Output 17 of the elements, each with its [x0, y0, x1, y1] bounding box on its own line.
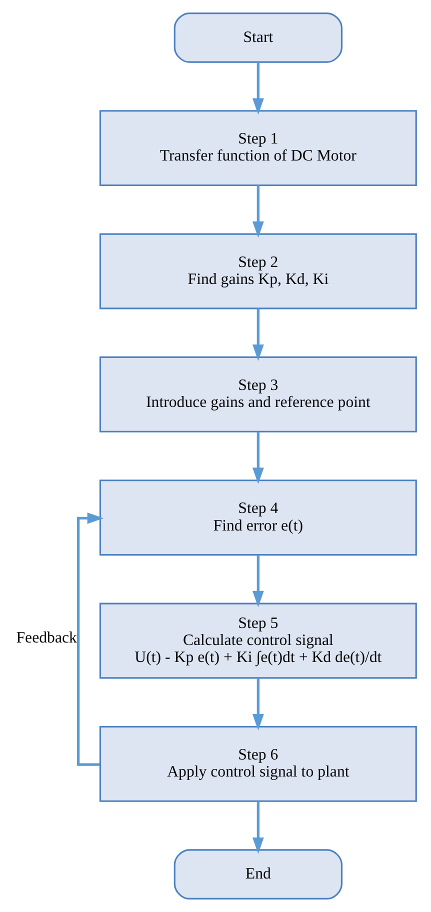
node-box: Start: [174, 12, 343, 63]
arrow: [252, 62, 264, 115]
arrow: [252, 308, 264, 361]
arrow: [252, 554, 264, 608]
node-box: Step 1 Transfer function of DC Motor: [99, 110, 417, 186]
arrow: [252, 678, 264, 730]
arrow: [76, 512, 104, 766]
node-box: Step 3 Introduce gains and reference point: [99, 356, 417, 432]
node-box: Step 6 Apply control signal to plant: [99, 726, 417, 802]
arrow: [252, 801, 264, 854]
node-box: Step 5 Calculate control signal U(t) - Kp e(t) + Ki ∫e(t)dt + Kd de(t)/dt: [99, 602, 417, 679]
arrow: [252, 185, 264, 238]
edge-label: Feedback: [16, 629, 77, 646]
node-box: End: [174, 849, 343, 900]
node-box: Step 2 Find gains Kp, Kd, Ki: [99, 233, 417, 310]
arrow: [252, 432, 264, 484]
node-box: Step 4 Find error e(t): [99, 480, 417, 556]
